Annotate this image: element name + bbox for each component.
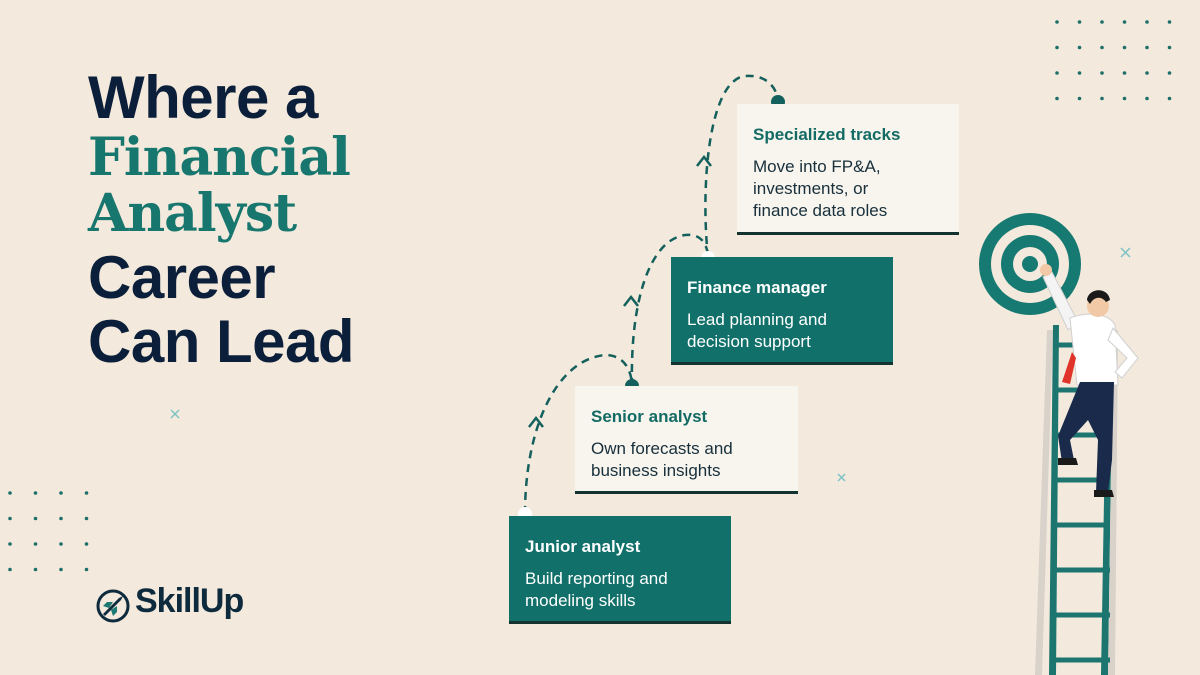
decor-dot <box>1167 45 1172 50</box>
logo-spacer <box>95 585 129 619</box>
decor-dot <box>33 491 38 495</box>
skillup-logo: SkillUp <box>95 582 244 621</box>
decor-dot <box>1055 96 1059 101</box>
step-title: Senior analyst <box>591 407 708 426</box>
page-title: Where a Financial Analyst Career Can Lea… <box>88 64 355 375</box>
title-line-4: Career <box>88 244 276 311</box>
decor-dot <box>1100 20 1104 24</box>
step-card-specialized: Specialized tracks Move into FP&A, inves… <box>737 104 959 235</box>
cross-decorations <box>170 247 1131 482</box>
decor-dot <box>59 516 63 521</box>
decor-dot <box>59 567 63 572</box>
title-line-3: Analyst <box>88 183 297 244</box>
decor-dot <box>1145 71 1149 75</box>
step-description: Own forecasts and business insights <box>591 439 733 480</box>
title-line-5: Can Lead <box>88 308 355 375</box>
step-card-junior: Junior analyst Build reporting and model… <box>509 516 731 624</box>
step-card-manager: Finance manager Lead planning and decisi… <box>671 257 893 365</box>
decor-dot <box>84 516 89 521</box>
decor-dot <box>33 516 38 521</box>
dot-grid-top-right <box>1055 20 1172 101</box>
logo-text: SkillUp <box>135 582 244 620</box>
title-line-2: Financial <box>88 127 351 188</box>
step-description: Build reporting and modeling skills <box>525 569 668 610</box>
decor-dot <box>1145 45 1149 50</box>
decor-dot <box>33 567 38 572</box>
decor-dot <box>8 567 12 572</box>
decor-dot <box>1055 45 1059 50</box>
decor-dot <box>1167 71 1172 75</box>
decor-dot <box>1100 96 1104 101</box>
decor-dot <box>8 491 12 495</box>
decor-dot <box>84 491 89 495</box>
path-arrow-icons <box>528 154 712 428</box>
decor-dot <box>1145 20 1149 24</box>
decor-dot <box>1122 71 1127 75</box>
decor-dot <box>1145 96 1149 101</box>
decor-dot <box>59 542 63 546</box>
decor-dot <box>1100 45 1104 50</box>
climber-figure <box>1040 264 1139 497</box>
decor-dot <box>1055 20 1059 24</box>
decor-dot <box>33 542 38 546</box>
step-description: Lead planning and decision support <box>687 310 827 351</box>
decor-dot <box>59 491 63 495</box>
step-description: Move into FP&A, investments, or finance … <box>753 157 888 220</box>
step-title: Junior analyst <box>525 537 641 556</box>
dot-grid-bottom-left <box>8 491 89 572</box>
decor-dot <box>1077 20 1082 24</box>
decor-dot <box>84 567 89 572</box>
step-card-senior: Senior analyst Own forecasts and busines… <box>575 386 798 494</box>
career-path-line <box>523 74 780 515</box>
decor-dot <box>1122 96 1127 101</box>
decor-dot <box>1077 71 1082 75</box>
decor-dot <box>1167 96 1172 101</box>
decor-dot <box>1167 20 1172 24</box>
decor-dot <box>1077 96 1082 101</box>
step-title: Specialized tracks <box>753 125 901 144</box>
title-line-1: Where a <box>88 64 318 131</box>
decor-dot <box>1055 71 1059 75</box>
decor-dot <box>8 542 12 546</box>
decor-dot <box>8 516 12 521</box>
decor-dot <box>1122 45 1127 50</box>
decor-dot <box>84 542 89 546</box>
decor-dot <box>1122 20 1127 24</box>
decor-dot <box>1077 45 1082 50</box>
skillup-logo-icon <box>96 589 130 623</box>
step-title: Finance manager <box>687 278 827 297</box>
decor-dot <box>1100 71 1104 75</box>
